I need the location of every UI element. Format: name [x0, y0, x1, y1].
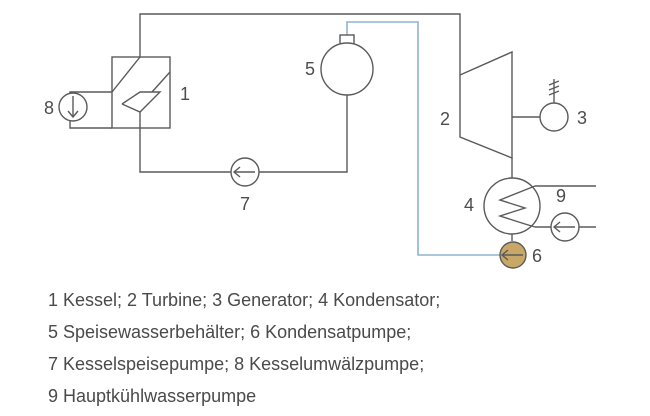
label-3: 3: [577, 108, 587, 128]
legend-line-1: 1 Kessel; 2 Turbine; 3 Generator; 4 Kond…: [48, 290, 441, 310]
turbine-2: [459, 50, 513, 160]
condensate-line: [346, 21, 500, 256]
label-7: 7: [240, 194, 250, 214]
steam-line: [139, 13, 461, 75]
circulation-pump-8: [58, 92, 88, 122]
label-5: 5: [305, 59, 315, 79]
label-4: 4: [464, 195, 474, 215]
feedwater-tank-5: [320, 34, 374, 96]
feed-pump-7: [230, 157, 260, 187]
legend-line-2: 5 Speisewasserbehälter; 6 Kondensatpumpe…: [48, 322, 412, 342]
condenser-4: [483, 177, 541, 235]
legend-line-3: 7 Kesselspeisepumpe; 8 Kesselumwälzpumpe…: [48, 354, 425, 374]
legend: 1 Kessel; 2 Turbine; 3 Generator; 4 Kond…: [48, 284, 638, 412]
condensate-pump-6: [499, 241, 527, 269]
boiler: [111, 56, 171, 129]
label-2: 2: [440, 109, 450, 129]
power-plant-schematic: 1 2 3 4 5 6 7 8 9: [44, 13, 596, 269]
legend-line-4: 9 Hauptkühlwasserpumpe: [48, 386, 257, 406]
generator-3: [539, 79, 569, 132]
label-9: 9: [556, 186, 566, 206]
label-8: 8: [44, 98, 54, 118]
label-6: 6: [532, 246, 542, 266]
cooling-water-pump-9: [550, 212, 580, 242]
label-1: 1: [180, 84, 190, 104]
